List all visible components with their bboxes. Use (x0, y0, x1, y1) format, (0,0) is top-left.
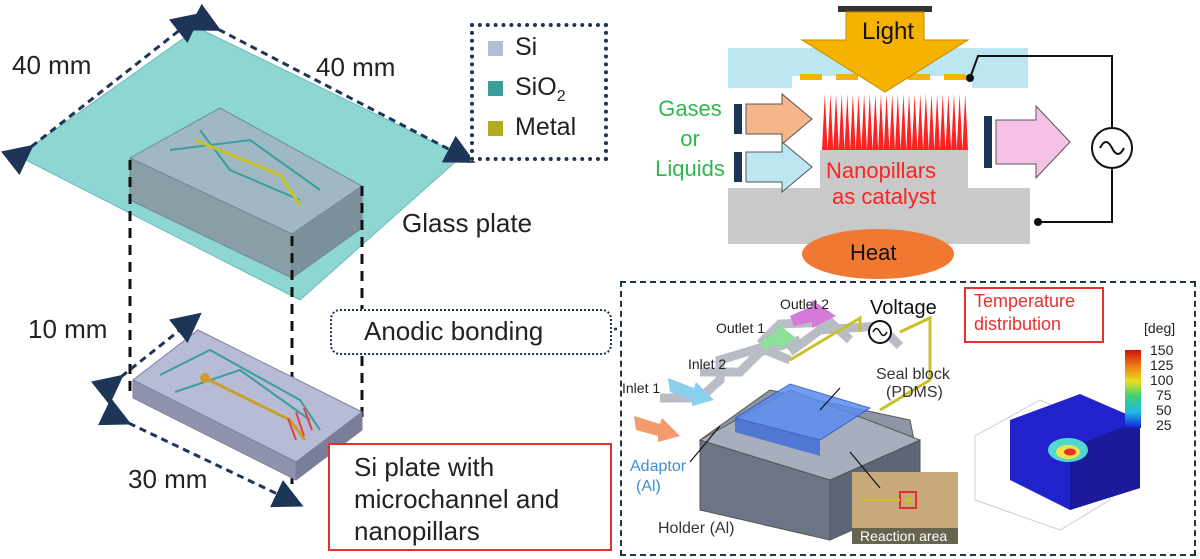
dim-label-top-left: 40 mm (12, 50, 92, 80)
nanopillar (951, 94, 957, 150)
nanopillar (956, 94, 963, 150)
nanopillar (866, 94, 873, 150)
nanopillar (900, 94, 907, 150)
temperature-colorbar (1125, 350, 1141, 428)
nanopillars-label-1: Nanopillars (826, 158, 937, 183)
light-label: Light (862, 18, 915, 45)
inlet-2-label: Inlet 2 (688, 356, 727, 372)
device-panel (620, 281, 1196, 556)
outlet-1-label: Outlet 1 (716, 320, 766, 336)
si-plate-label-box: Si plate with microchannel and nanopilla… (328, 443, 612, 551)
voltage-label: Voltage (870, 297, 937, 319)
legend-item-metal: Metal (488, 113, 576, 142)
seal-block-label-1: Seal block (876, 366, 950, 383)
scale-label-25: 25 (1156, 417, 1172, 433)
inlet-1-label: Inlet 1 (622, 380, 661, 396)
dim-label-top-right: 40 mm (316, 52, 396, 82)
gases-label-1: Gases (658, 96, 722, 121)
scale-label-100: 100 (1150, 372, 1174, 388)
legend-swatch-si (488, 40, 503, 56)
light-arrow (800, 11, 970, 93)
nanopillar (827, 94, 834, 150)
nanopillar (939, 94, 946, 150)
outlet-2-arrow (790, 300, 836, 328)
nanopillar (962, 94, 968, 150)
nanopillar (928, 94, 935, 150)
scale-label-75: 75 (1156, 387, 1172, 403)
inlet-arrow-1 (734, 92, 813, 146)
temperature-model (974, 394, 1140, 531)
temperature-unit: [deg] (1144, 320, 1176, 336)
seal-block-label-2: (PDMS) (886, 384, 943, 401)
heat-source (802, 229, 954, 279)
nanopillar (822, 94, 828, 150)
nanopillar (911, 94, 918, 150)
legend-item-si: Si (488, 33, 537, 62)
outlet-2-label: Outlet 2 (780, 296, 830, 312)
adaptor-label-2: (Al) (636, 478, 661, 495)
device-drawing (634, 300, 1141, 544)
dim-arrow-height (90, 312, 202, 406)
inlet-arrow-2 (734, 140, 813, 194)
outlet-arrow (984, 104, 1071, 180)
dim-label-height: 10 mm (28, 314, 108, 344)
nanopillar (883, 94, 890, 150)
inlet-1-arrow (634, 416, 680, 442)
heat-label: Heat (850, 240, 897, 265)
adaptor-label-1: Adaptor (630, 458, 687, 475)
holder-label: Holder (Al) (658, 520, 735, 537)
temperature-label-2: distribution (974, 314, 1062, 334)
dim-arrow-bottom (98, 398, 304, 508)
scale-label-50: 50 (1156, 402, 1172, 418)
nanopillar (945, 94, 952, 150)
nanopillar (838, 94, 845, 150)
nanopillar (889, 94, 895, 150)
nanopillar (923, 94, 929, 150)
nanopillar (878, 94, 884, 150)
gases-label-2: or (680, 126, 700, 151)
legend-swatch-sio2 (488, 80, 503, 96)
nanopillar (855, 94, 862, 150)
nanopillar (850, 94, 856, 150)
nanopillar (833, 94, 839, 150)
nanopillar (872, 94, 879, 150)
nanopillar (906, 94, 912, 150)
nanopillar (861, 94, 867, 150)
circuit-wire (969, 55, 1113, 128)
si-plate-label-1: Si plate with (354, 452, 495, 482)
scale-label-150: 150 (1150, 342, 1174, 358)
si-plate-label-2: microchannel and (354, 484, 560, 514)
inlet-2-arrow (668, 378, 714, 406)
anodic-bonding-box: Anodic bonding (330, 309, 612, 355)
reactor-schematic (728, 6, 1133, 279)
si-plate-label-3: nanopillars (354, 516, 480, 546)
nanopillars-label-2: as catalyst (832, 184, 936, 209)
nanopillars (822, 94, 968, 150)
legend-swatch-metal (488, 120, 503, 136)
outlet-1-arrow (760, 324, 796, 350)
nanopillar (934, 94, 940, 150)
glass-plate-label: Glass plate (402, 208, 533, 238)
scale-label-125: 125 (1150, 357, 1174, 373)
gases-label-3: Liquids (655, 156, 725, 181)
temperature-label-1: Temperature (974, 291, 1076, 311)
nanopillar (917, 94, 924, 150)
temperature-label-box: Temperature distribution (964, 287, 1104, 343)
anodic-bonding-label: Anodic bonding (364, 316, 544, 346)
nanopillar (895, 94, 901, 150)
legend-item-sio2: SiO2 (488, 73, 566, 106)
nanopillar (844, 94, 851, 150)
dim-label-bottom: 30 mm (128, 464, 208, 494)
material-legend: Si SiO2 Metal (470, 23, 608, 161)
reaction-area-label: Reaction area (860, 528, 948, 544)
